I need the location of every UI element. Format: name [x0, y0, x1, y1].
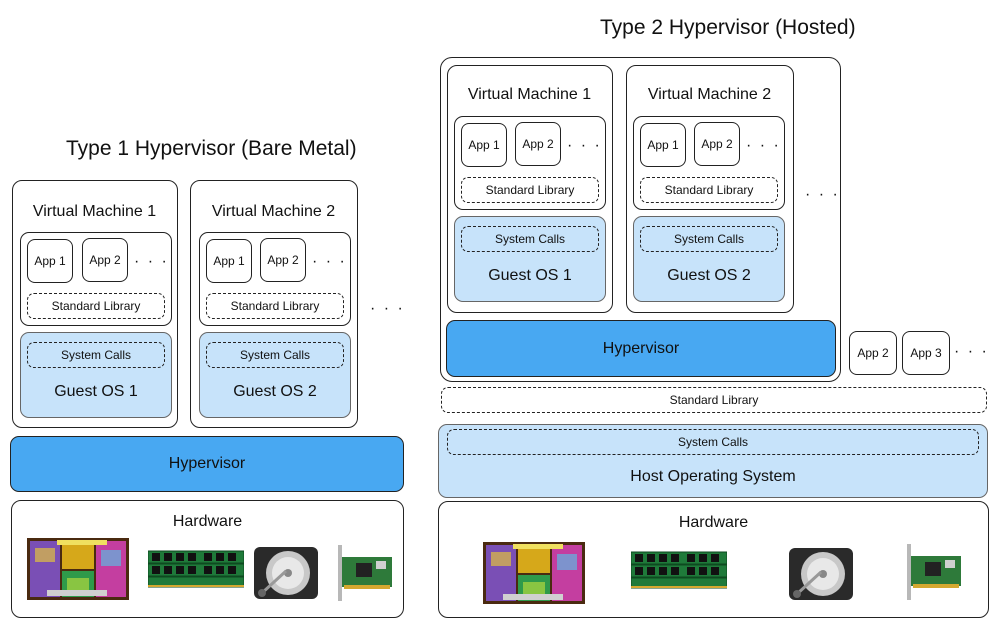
guest-os-label: Guest OS 1 [488, 267, 572, 284]
system-calls: System Calls [206, 342, 344, 368]
more-vms-ellipsis: · · · [805, 186, 840, 203]
host-operating-system: System Calls Host Operating System [438, 424, 988, 498]
host-standard-library: Standard Library [441, 387, 987, 413]
guest-os-label: Guest OS 2 [667, 267, 751, 284]
guest-os: System Calls Guest OS 1 [454, 216, 606, 302]
host-system-calls: System Calls [447, 429, 979, 455]
vm-label: Virtual Machine 2 [211, 203, 336, 220]
type2-hypervisor: Hypervisor [446, 320, 836, 377]
standard-library: Standard Library [206, 293, 344, 319]
guest-os: System Calls Guest OS 2 [633, 216, 785, 302]
guest-os: System Calls Guest OS 2 [199, 332, 351, 418]
app-container: App 1 App 2 · · · Standard Library [454, 116, 606, 210]
standard-library: Standard Library [27, 293, 165, 319]
ellipsis: · · · [134, 253, 169, 270]
app-box: App 2 [82, 238, 128, 282]
host-app-box: App 2 [849, 331, 897, 375]
ellipsis: · · · [567, 137, 602, 154]
app-container: App 1 App 2 · · · Standard Library [633, 116, 785, 210]
type1-vm2-box: Virtual Machine 2 App 1 App 2 · · · Stan… [190, 180, 358, 428]
ellipsis: · · · [746, 137, 781, 154]
app-container: App 1 App 2 · · · Standard Library [20, 232, 172, 326]
network-card-image [903, 544, 963, 602]
host-app-box: App 3 [902, 331, 950, 375]
type1-hardware-box: Hardware [11, 500, 404, 618]
app-box: App 2 [260, 238, 306, 282]
type2-vm2-box: Virtual Machine 2 App 1 App 2 · · · Stan… [626, 65, 794, 313]
more-vms-ellipsis: · · · [370, 300, 405, 317]
app-box: App 1 [206, 239, 252, 283]
hardware-label: Hardware [172, 513, 243, 530]
hard-drive-image [787, 546, 855, 602]
standard-library: Standard Library [461, 177, 599, 203]
host-apps-ellipsis: · · · [954, 343, 989, 360]
vm-label: Virtual Machine 1 [467, 86, 592, 103]
ram-sticks-image [148, 549, 244, 589]
ram-sticks-image [631, 550, 727, 590]
system-calls: System Calls [27, 342, 165, 368]
type2-vm1-box: Virtual Machine 1 App 1 App 2 · · · Stan… [447, 65, 613, 313]
ellipsis: · · · [312, 253, 347, 270]
app-box: App 1 [640, 123, 686, 167]
app-container: App 1 App 2 · · · Standard Library [199, 232, 351, 326]
app-box: App 1 [27, 239, 73, 283]
type1-title: Type 1 Hypervisor (Bare Metal) [66, 137, 357, 160]
hardware-label: Hardware [678, 514, 749, 531]
hard-drive-image [252, 545, 320, 601]
host-os-label: Host Operating System [630, 468, 796, 485]
guest-os: System Calls Guest OS 1 [20, 332, 172, 418]
system-calls: System Calls [461, 226, 599, 252]
type2-hardware-box: Hardware [438, 501, 989, 618]
cpu-chip-image [27, 538, 129, 600]
type2-title: Type 2 Hypervisor (Hosted) [600, 16, 856, 39]
app-box: App 1 [461, 123, 507, 167]
system-calls: System Calls [640, 226, 778, 252]
cpu-chip-image [483, 542, 585, 604]
standard-library: Standard Library [640, 177, 778, 203]
guest-os-label: Guest OS 1 [54, 383, 138, 400]
app-box: App 2 [694, 122, 740, 166]
type2-vm-host-box: Virtual Machine 1 App 1 App 2 · · · Stan… [440, 57, 841, 382]
vm-label: Virtual Machine 1 [32, 203, 157, 220]
network-card-image [334, 545, 394, 603]
type1-hypervisor: Hypervisor [10, 436, 404, 492]
app-box: App 2 [515, 122, 561, 166]
guest-os-label: Guest OS 2 [233, 383, 317, 400]
vm-label: Virtual Machine 2 [647, 86, 772, 103]
type1-vm1-box: Virtual Machine 1 App 1 App 2 · · · Stan… [12, 180, 178, 428]
